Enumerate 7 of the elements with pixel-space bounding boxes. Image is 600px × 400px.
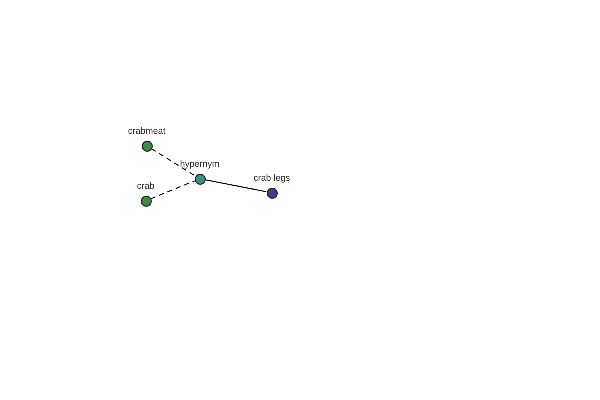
connector-line: [150, 180, 196, 200]
node-label: hypernym: [180, 159, 220, 169]
node-label: crab legs: [254, 173, 290, 183]
node-label: crab: [137, 181, 155, 191]
node-label: crabmeat: [128, 126, 166, 136]
connector-line: [151, 148, 196, 177]
connector-line: [204, 180, 268, 192]
